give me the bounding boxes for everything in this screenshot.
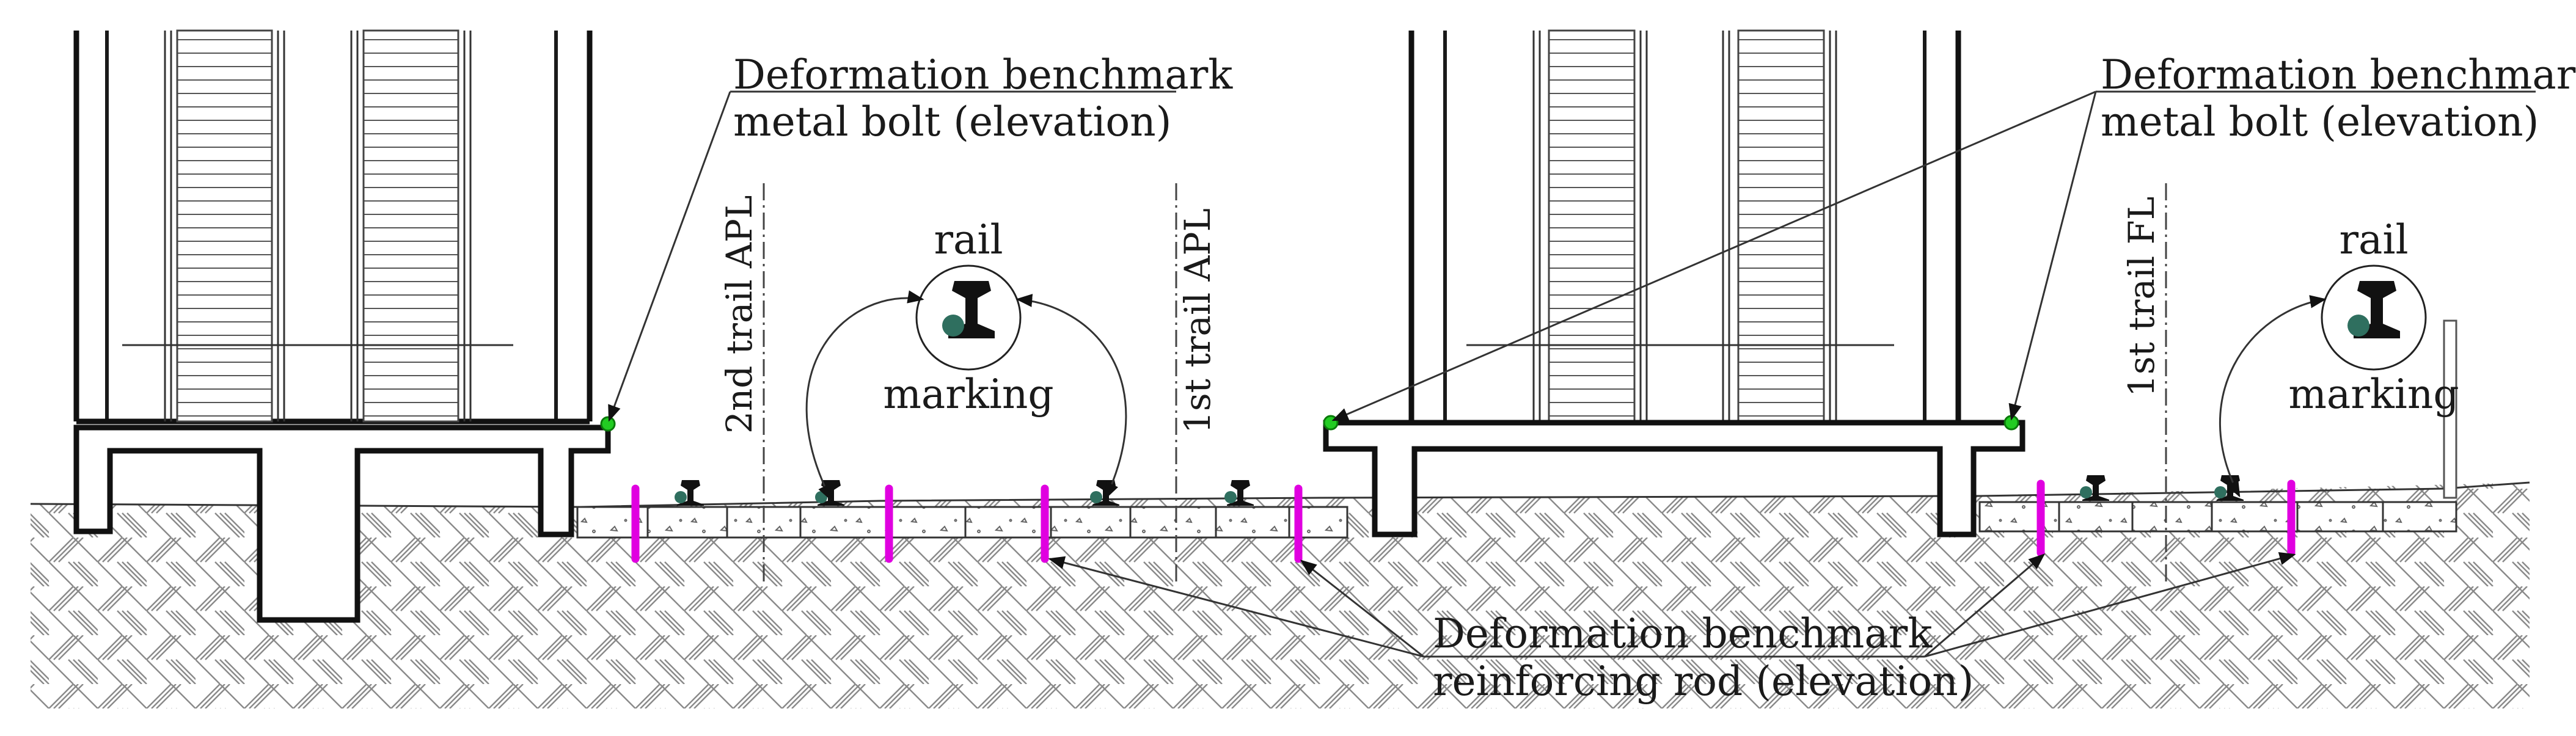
axis-lines [763, 183, 2167, 586]
marking-label-right: marking [2288, 371, 2459, 418]
benchmark-dot [675, 491, 687, 503]
callout-bolt-right-line1: Deformation benchmark [2101, 51, 2576, 98]
metal-bolt-mark [1323, 415, 1339, 431]
rail-profile-icon [2082, 475, 2109, 501]
rail-profile-icon [1227, 480, 1254, 506]
callout-bolt-left-line2: metal bolt (elevation) [733, 98, 1171, 145]
building-left [73, 29, 611, 623]
building-right [1323, 29, 2025, 537]
rail-marking-left [915, 264, 1022, 371]
callout-rod: Deformation benchmark reinforcing rod (e… [1433, 610, 1974, 705]
callout-bolt-right-line2: metal bolt (elevation) [2101, 98, 2539, 145]
benchmark-dot [1224, 491, 1237, 503]
benchmark-dot [2347, 315, 2369, 337]
leader-lines [608, 90, 2536, 658]
callout-bolt-left: Deformation benchmark metal bolt (elevat… [733, 51, 1233, 145]
axis-label-1st-trail-fl: 1st trail FL [2121, 197, 2162, 397]
track-bed-right [1978, 501, 2457, 533]
rail-profile-icon [677, 480, 704, 506]
fence-post [2443, 319, 2457, 499]
benchmark-dot [2080, 486, 2092, 498]
marking-label-left: marking [883, 371, 1053, 418]
benchmark-dot [2214, 486, 2227, 498]
rail-marking-right [2321, 264, 2427, 371]
rail-profile-icon [948, 281, 995, 338]
callout-bolt-left-line1: Deformation benchmark [733, 51, 1233, 98]
callout-rod-line2: reinforcing rod (elevation) [1433, 658, 1974, 705]
benchmark-dot [815, 491, 827, 503]
window-bay-3 [1532, 29, 1648, 423]
window-bay-1 [164, 29, 285, 423]
axis-label-2nd-trail-apl: 2nd trail APL [719, 195, 760, 434]
marking-pointers [805, 290, 2327, 501]
callout-rod-line1: Deformation benchmark [1433, 610, 1933, 657]
rail-profile-icon [2354, 281, 2400, 338]
window-bay-2 [350, 29, 472, 423]
benchmark-dot [1090, 491, 1102, 503]
reinforcing-rod-marks [631, 479, 2296, 563]
callout-bolt-right: Deformation benchmark metal bolt (elevat… [2101, 51, 2576, 145]
metal-bolt-mark [600, 416, 616, 432]
benchmark-dot [942, 315, 964, 337]
window-bay-4 [1722, 29, 1837, 423]
axis-label-1st-trail-apl: 1st trail APL [1177, 208, 1218, 434]
rail-label-left: rail [934, 216, 1003, 263]
rail-label-right: rail [2339, 216, 2408, 263]
track-bed-left [576, 506, 1348, 539]
